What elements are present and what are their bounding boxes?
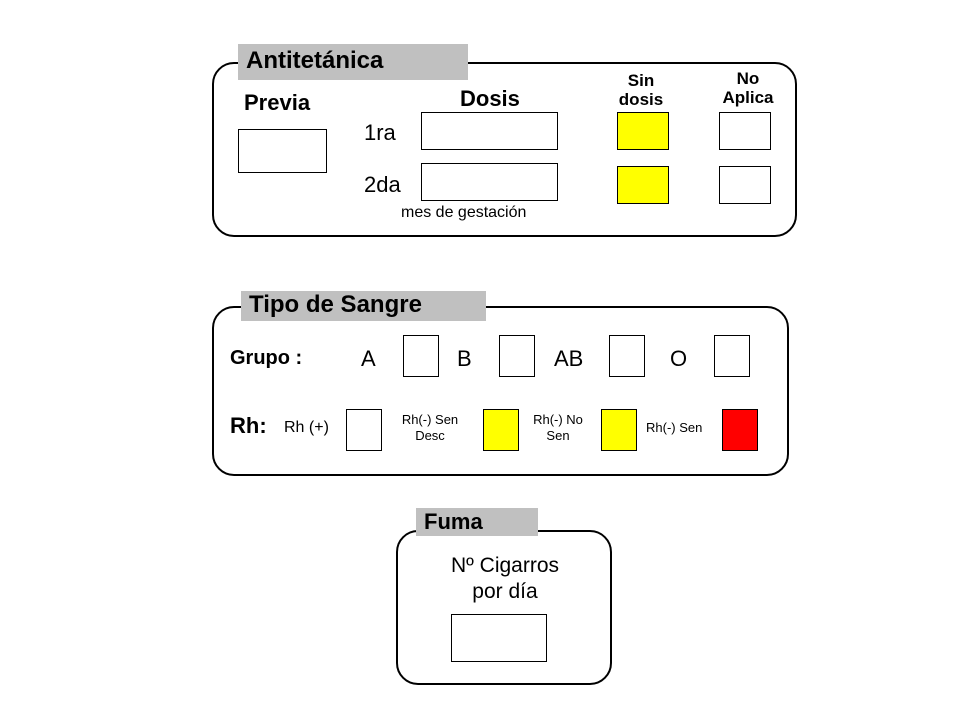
rh-neg-sen-checkbox[interactable] [722,409,758,451]
fuma-title: Fuma [416,508,538,536]
mes-gestacion-label: mes de gestación [401,204,527,221]
previa-field[interactable] [238,129,327,173]
sin-dosis-label: Sin dosis [604,71,678,109]
dose-1-sin-dosis-checkbox[interactable] [617,112,669,150]
cigarros-line1: Nº Cigarros [450,554,560,577]
rh-pos-checkbox[interactable] [346,409,382,451]
cigarros-label: Nº Cigarros por día [410,553,600,605]
dose-1-no-aplica-checkbox[interactable] [719,112,771,150]
dose-2-sin-dosis-checkbox[interactable] [617,166,669,204]
rh-neg-sen-desc-label: Rh(-) Sen Desc [388,412,472,444]
rh-neg-sen-desc-line1: Rh(-) Sen [401,412,459,427]
rh-neg-no-sen-checkbox[interactable] [601,409,637,451]
sin-dosis-line1: Sin [627,71,655,90]
previa-label: Previa [244,90,311,115]
dose-1-label: 1ra [364,120,396,145]
sin-dosis-line2: dosis [618,90,664,109]
antitetanica-title: Antitetánica [238,44,468,80]
rh-neg-no-sen-line1: Rh(-) No [533,412,583,427]
rh-neg-no-sen-line2: Sen [546,428,570,443]
antitetanica-panel [212,62,797,237]
dose-2-no-aplica-checkbox[interactable] [719,166,771,204]
group-ab-label: AB [554,346,584,371]
cigarros-field[interactable] [451,614,547,662]
dose-1-month-field[interactable] [421,112,558,150]
group-a-checkbox[interactable] [403,335,439,377]
rh-neg-sen-desc-line2: Desc [415,428,445,443]
grupo-label: Grupo : [230,347,303,369]
tipo-sangre-panel [212,306,789,476]
no-aplica-label: No Aplica [708,69,788,107]
cigarros-line2: por día [472,580,538,603]
group-o-label: O [670,346,688,371]
rh-label: Rh: [230,413,267,438]
group-ab-checkbox[interactable] [609,335,645,377]
rh-neg-sen-desc-checkbox[interactable] [483,409,519,451]
no-aplica-line1: No [736,69,760,88]
no-aplica-line2: Aplica [722,88,774,107]
rh-neg-no-sen-label: Rh(-) No Sen [520,412,596,444]
dosis-label: Dosis [460,86,520,111]
group-o-checkbox[interactable] [714,335,750,377]
rh-pos-label: Rh (+) [284,419,329,436]
dose-2-label: 2da [364,172,401,197]
group-b-label: B [457,346,472,371]
tipo-sangre-title: Tipo de Sangre [241,291,486,321]
group-b-checkbox[interactable] [499,335,535,377]
group-a-label: A [361,346,376,371]
rh-neg-sen-label: Rh(-) Sen [646,420,703,435]
dose-2-month-field[interactable] [421,163,558,201]
